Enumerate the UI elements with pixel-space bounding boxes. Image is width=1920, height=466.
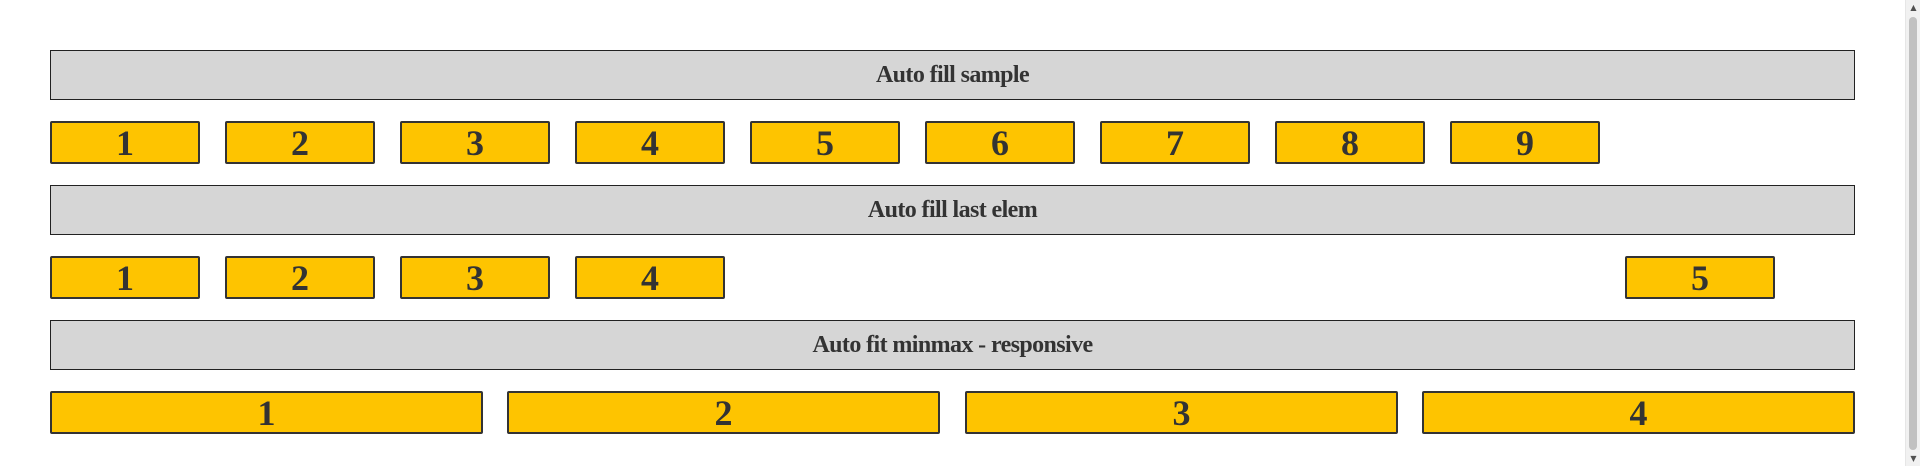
scroll-down-arrow-icon[interactable]: ▼ [1910, 454, 1917, 463]
section-title-auto-fill-sample: Auto fill sample [50, 50, 1855, 100]
grid-item-8: 8 [1275, 121, 1425, 164]
section-title-auto-fill-last-elem: Auto fill last elem [50, 185, 1855, 235]
grid-item-2: 2 [225, 121, 375, 164]
scrollbar-thumb[interactable] [1909, 17, 1917, 450]
auto-fill-grid: 1 2 3 4 5 6 7 8 9 [50, 121, 1855, 164]
scroll-up-arrow-icon[interactable]: ▲ [1910, 3, 1917, 12]
grid-item-5: 5 [1625, 256, 1775, 299]
grid-item-9: 9 [1450, 121, 1600, 164]
grid-item-4: 4 [575, 256, 725, 299]
grid-item-1: 1 [50, 256, 200, 299]
grid-item-3: 3 [965, 391, 1398, 434]
vertical-scrollbar[interactable]: ▲ ▼ [1905, 0, 1920, 466]
grid-item-7: 7 [1100, 121, 1250, 164]
grid-item-2: 2 [225, 256, 375, 299]
grid-item-3: 3 [400, 121, 550, 164]
grid-item-2: 2 [507, 391, 940, 434]
grid-item-4: 4 [575, 121, 725, 164]
grid-demo-content: Auto fill sample 1 2 3 4 5 6 7 8 9 Auto … [50, 50, 1855, 434]
grid-item-6: 6 [925, 121, 1075, 164]
grid-item-1: 1 [50, 121, 200, 164]
section-title-auto-fit-minmax: Auto fit minmax - responsive [50, 320, 1855, 370]
grid-item-1: 1 [50, 391, 483, 434]
auto-fill-last-elem-grid: 1 2 3 4 5 [50, 256, 1855, 299]
grid-item-4: 4 [1422, 391, 1855, 434]
grid-item-5: 5 [750, 121, 900, 164]
grid-item-3: 3 [400, 256, 550, 299]
auto-fit-minmax-grid: 1 2 3 4 [50, 391, 1855, 434]
